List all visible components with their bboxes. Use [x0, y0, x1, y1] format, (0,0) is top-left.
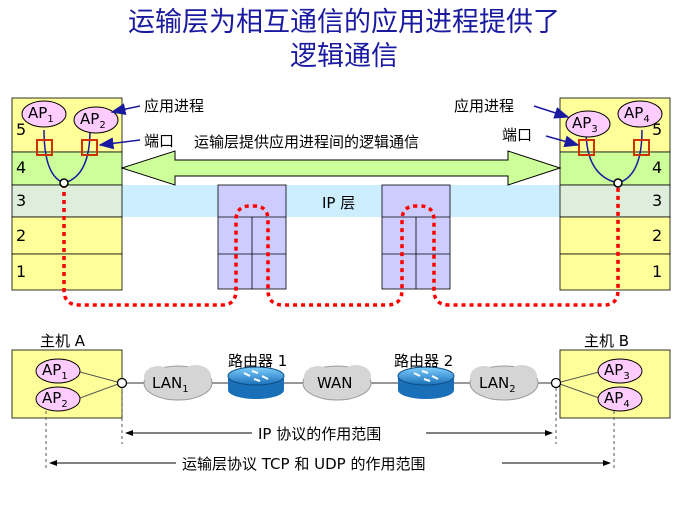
router-2-icon [397, 366, 455, 399]
router-2-label: 路由器 2 [394, 352, 454, 370]
left-port-1 [36, 139, 53, 156]
port-left-pointer [98, 137, 141, 150]
lan1-cloud [143, 365, 213, 401]
top-ap1-ellipse [21, 100, 67, 128]
host-b-ap4-ellipse [597, 386, 643, 412]
left-layer-2: 2 [16, 226, 27, 245]
title-line-1: 运输层为相互通信的应用进程提供了 [128, 7, 560, 38]
port-left-label: 端口 [144, 132, 175, 150]
logical-comm-arrow [120, 150, 562, 186]
wan-label: WAN [317, 374, 353, 392]
host-a-ap2-ellipse [35, 386, 81, 412]
right-ap3-link [585, 129, 619, 184]
router-2-box [381, 184, 451, 290]
top-ap1-label: AP1 [28, 104, 54, 125]
host-a-label: 主机 A [40, 332, 86, 350]
port-right-label: 端口 [502, 126, 533, 144]
top-ap2-ellipse [73, 106, 119, 134]
host-a-ap1-label: AP1 [42, 361, 68, 382]
right-layer-4: 4 [652, 158, 663, 177]
right-layer-2: 2 [652, 226, 663, 245]
app-process-right-pointer [533, 105, 570, 119]
port-right-pointer [545, 135, 580, 148]
left-port-2 [81, 139, 98, 156]
host-a-interface [116, 377, 128, 389]
top-ap4-label: AP4 [624, 104, 650, 125]
app-process-left-label: 应用进程 [144, 97, 205, 115]
host-b-interface [550, 377, 562, 389]
router-1-box [217, 184, 287, 290]
left-layer-3: 3 [16, 191, 27, 210]
top-ap4-ellipse [617, 100, 663, 128]
host-a-ap2-label: AP2 [42, 389, 68, 410]
host-b-ap3-ellipse [597, 358, 643, 384]
ip-scope-label: IP 协议的作用范围 [258, 425, 382, 443]
right-layer-1: 1 [652, 262, 663, 281]
ip-layer-band [122, 185, 560, 217]
lan2-cloud [469, 365, 539, 401]
host-b-ap4-label: AP4 [604, 389, 630, 410]
title-line-2: 逻辑通信 [290, 41, 398, 72]
right-protocol-stack [559, 97, 671, 291]
host-a-ap1-ellipse [35, 358, 81, 384]
left-transport-point [59, 178, 69, 188]
left-layer-1: 1 [16, 262, 27, 281]
transport-scope-label: 运输层协议 TCP 和 UDP 的作用范围 [182, 455, 426, 473]
top-ap3-label: AP3 [572, 114, 598, 135]
right-transport-point [613, 178, 623, 188]
ip-layer-label: IP 层 [322, 194, 356, 212]
left-layer-5: 5 [16, 120, 27, 139]
right-layer-3: 3 [652, 191, 663, 210]
right-port-1 [578, 139, 595, 156]
host-b-ap3-label: AP3 [604, 361, 630, 382]
router-1-icon [227, 366, 285, 399]
host-b-label: 主机 B [584, 332, 630, 350]
lan2-label: LAN2 [479, 374, 516, 395]
left-protocol-stack [11, 97, 123, 291]
right-port-2 [633, 139, 650, 156]
left-ap2-link [63, 129, 91, 184]
top-ap2-label: AP2 [80, 110, 106, 131]
lan1-label: LAN1 [152, 374, 189, 395]
wan-cloud [302, 365, 372, 401]
app-process-right-label: 应用进程 [454, 97, 515, 115]
left-layer-4: 4 [16, 158, 27, 177]
router-1-label: 路由器 1 [228, 352, 288, 370]
app-process-left-pointer [110, 103, 141, 116]
logical-comm-label: 运输层提供应用进程间的逻辑通信 [194, 133, 420, 151]
dotted-data-path [62, 184, 620, 307]
right-layer-5: 5 [652, 120, 663, 139]
top-ap3-ellipse [565, 110, 611, 138]
